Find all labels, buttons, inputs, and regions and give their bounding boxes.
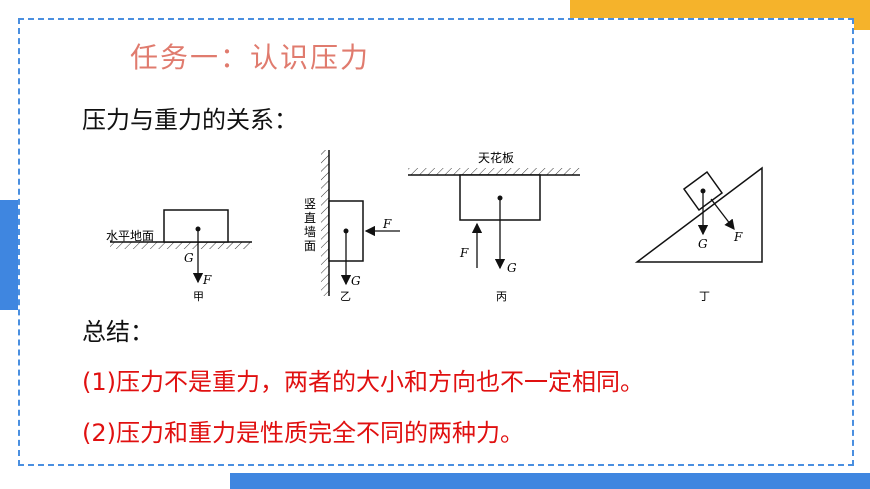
arrow-f-ding xyxy=(710,198,735,231)
wall-hatch xyxy=(321,150,329,296)
ceiling-label: 天花板 xyxy=(478,150,514,165)
caption-ding: 丁 xyxy=(699,290,710,303)
wall-label-2: 直 xyxy=(304,211,316,225)
summary-heading: 总结： xyxy=(82,318,154,346)
block-jia xyxy=(163,209,229,243)
diagram-bing: 天花板 F G 丙 xyxy=(408,150,580,303)
ceiling-hatch xyxy=(408,168,580,175)
g-label-yi: G xyxy=(351,274,361,288)
diagram-yi: 竖 直 墙 面 F G 乙 xyxy=(304,150,400,303)
caption-bing: 丙 xyxy=(496,290,507,303)
incline xyxy=(634,166,763,263)
g-label-jia: G xyxy=(184,251,194,265)
f-label-yi: F xyxy=(382,217,392,231)
caption-jia: 甲 xyxy=(193,290,204,303)
f-label-ding: F xyxy=(733,230,743,244)
f-label-bing: F xyxy=(459,246,469,260)
decor-blue-tab xyxy=(0,200,22,310)
g-label-bing: G xyxy=(507,261,517,275)
summary-point-2: (2)压力和重力是性质完全不同的两种力。 xyxy=(82,419,524,447)
caption-yi: 乙 xyxy=(340,290,351,303)
ground-hatch xyxy=(110,242,252,249)
f-label-jia: F xyxy=(202,273,212,287)
section-heading: 压力与重力的关系： xyxy=(82,106,298,134)
wall-label-1: 竖 xyxy=(304,197,316,211)
wall-label-3: 墙 xyxy=(304,225,316,239)
decor-blue-band xyxy=(230,473,870,489)
ground-label: 水平地面 xyxy=(106,229,154,243)
summary-point-1: (1)压力不是重力，两者的大小和方向也不一定相同。 xyxy=(82,368,644,396)
page-title: 任务一：认识压力 xyxy=(130,41,371,74)
wall-label-4: 面 xyxy=(304,239,316,253)
diagram-ding: G F 丁 xyxy=(634,166,763,303)
diagram-jia: 水平地面 G F 甲 xyxy=(106,209,252,303)
g-label-ding: G xyxy=(698,237,708,251)
